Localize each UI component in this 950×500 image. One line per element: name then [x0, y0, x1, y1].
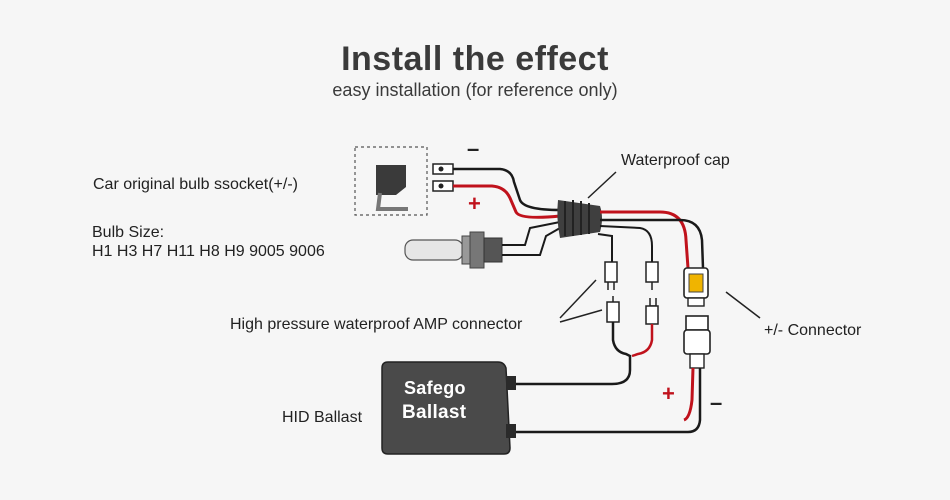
- ballast-name: Ballast: [402, 402, 467, 423]
- ballast-icon: [381, 361, 516, 455]
- hid-bulb-icon: [404, 231, 503, 269]
- ballast-brand: Safego: [404, 378, 466, 398]
- page-title: Install the effect: [341, 40, 609, 78]
- original-socket-icon: [375, 165, 408, 211]
- pm-to-ballast-neg: [512, 368, 702, 434]
- socket-minus-sign: –: [467, 136, 480, 161]
- negative-wire-socket: [453, 167, 561, 212]
- connector-minus-sign: –: [710, 390, 723, 415]
- amp-to-ballast-pos: [631, 324, 654, 358]
- waterproof-cap-icon: [557, 200, 602, 238]
- amp-wire-right: [599, 225, 653, 262]
- socket-dashed-box: [354, 146, 428, 216]
- amp-pointer-upper: [559, 279, 597, 319]
- amp-connector-upper-right: [645, 261, 659, 290]
- pm-connector-pointer: [725, 291, 761, 319]
- positive-wire-socket: [453, 184, 561, 219]
- amp-to-ballast-neg: [512, 322, 632, 386]
- amp-pointer-lower: [559, 309, 603, 323]
- pm-connector-lower: [683, 315, 711, 369]
- bulb-socket-label: Car original bulb ssocket(+/-): [93, 176, 298, 193]
- negative-wire-cap-out: [600, 218, 705, 269]
- bulb-wire-2: [502, 227, 561, 256]
- amp-wire-left: [597, 233, 613, 262]
- bulb-size-heading: Bulb Size:: [92, 224, 165, 241]
- hid-ballast-label: HID Ballast: [282, 409, 363, 426]
- amp-connector-label: High pressure waterproof AMP connector: [230, 316, 523, 333]
- pm-connector-label: +/- Connector: [764, 322, 862, 339]
- waterproof-cap-label: Waterproof cap: [621, 152, 730, 169]
- socket-plus-sign: +: [468, 191, 481, 216]
- pm-connector-upper: [683, 267, 709, 307]
- cap-pointer: [587, 171, 617, 199]
- page-subtitle: easy installation (for reference only): [332, 80, 618, 100]
- amp-connector-lower-right: [645, 298, 659, 325]
- socket-terminals: [432, 163, 454, 192]
- amp-connector-lower-left: [606, 296, 620, 323]
- amp-connector-upper-left: [604, 261, 618, 290]
- connector-plus-sign: +: [662, 381, 675, 406]
- bulb-wire-1: [502, 221, 561, 246]
- bulb-size-list: H1 H3 H7 H11 H8 H9 9005 9006: [92, 243, 325, 260]
- pm-to-ballast-pos: [683, 367, 695, 422]
